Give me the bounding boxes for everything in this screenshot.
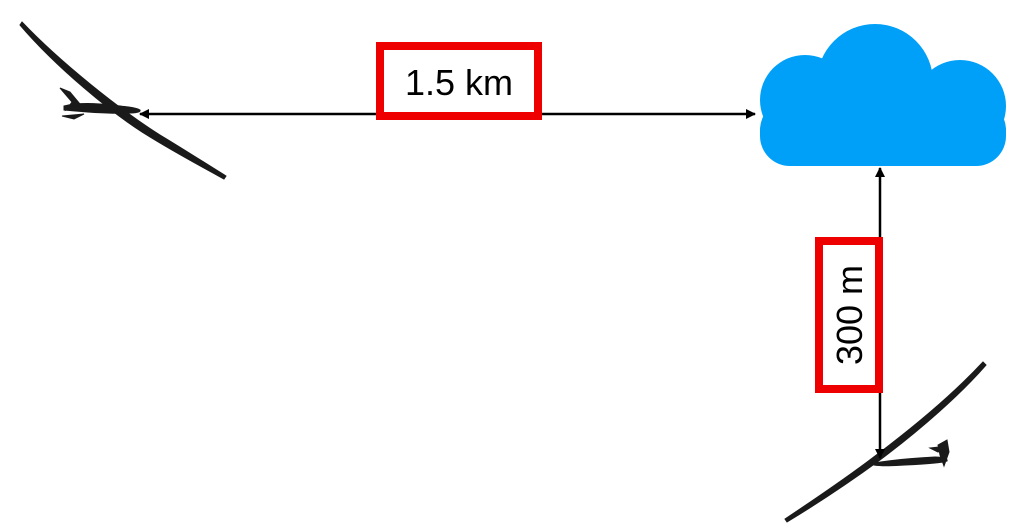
right-glider-icon [784,361,987,523]
cloud-icon [760,24,1006,166]
vertical-distance-text: 300 m [829,265,870,365]
left-glider-icon [19,21,227,180]
vertical-distance-label: 300 m [815,237,883,393]
horizontal-distance-text: 1.5 km [405,62,513,103]
horizontal-distance-label: 1.5 km [376,42,542,120]
